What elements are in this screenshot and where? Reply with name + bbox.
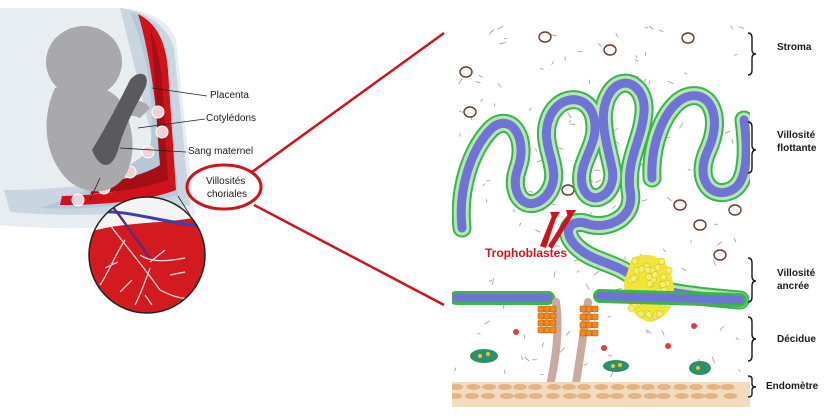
label-cotyledons: Cotylédons xyxy=(206,113,256,125)
endometrium-layer xyxy=(448,382,750,408)
label-decidue: Décidue xyxy=(777,334,816,346)
uterus-illustration xyxy=(0,8,207,228)
label-trophoblastes: Trophoblastes xyxy=(485,246,567,260)
zoom-line-bottom xyxy=(254,205,444,305)
label-placenta: Placenta xyxy=(210,90,249,102)
label-villosite-ancree-2: ancrée xyxy=(777,281,809,293)
label-villosite-flottante-2: flottante xyxy=(777,143,816,155)
label-villosite-flottante-1: Villosité xyxy=(777,130,815,142)
label-stroma: Stroma xyxy=(777,42,811,54)
tissue-section xyxy=(448,22,750,408)
label-sang-maternel: Sang maternel xyxy=(188,146,253,158)
label-endometre: Endomètre xyxy=(766,381,818,393)
label-villosites-line2: choriales xyxy=(207,189,247,201)
zoom-line-top xyxy=(252,33,444,172)
label-villosite-ancree-1: Villosité xyxy=(777,268,815,280)
label-villosites-line1: Villosités xyxy=(206,176,245,188)
